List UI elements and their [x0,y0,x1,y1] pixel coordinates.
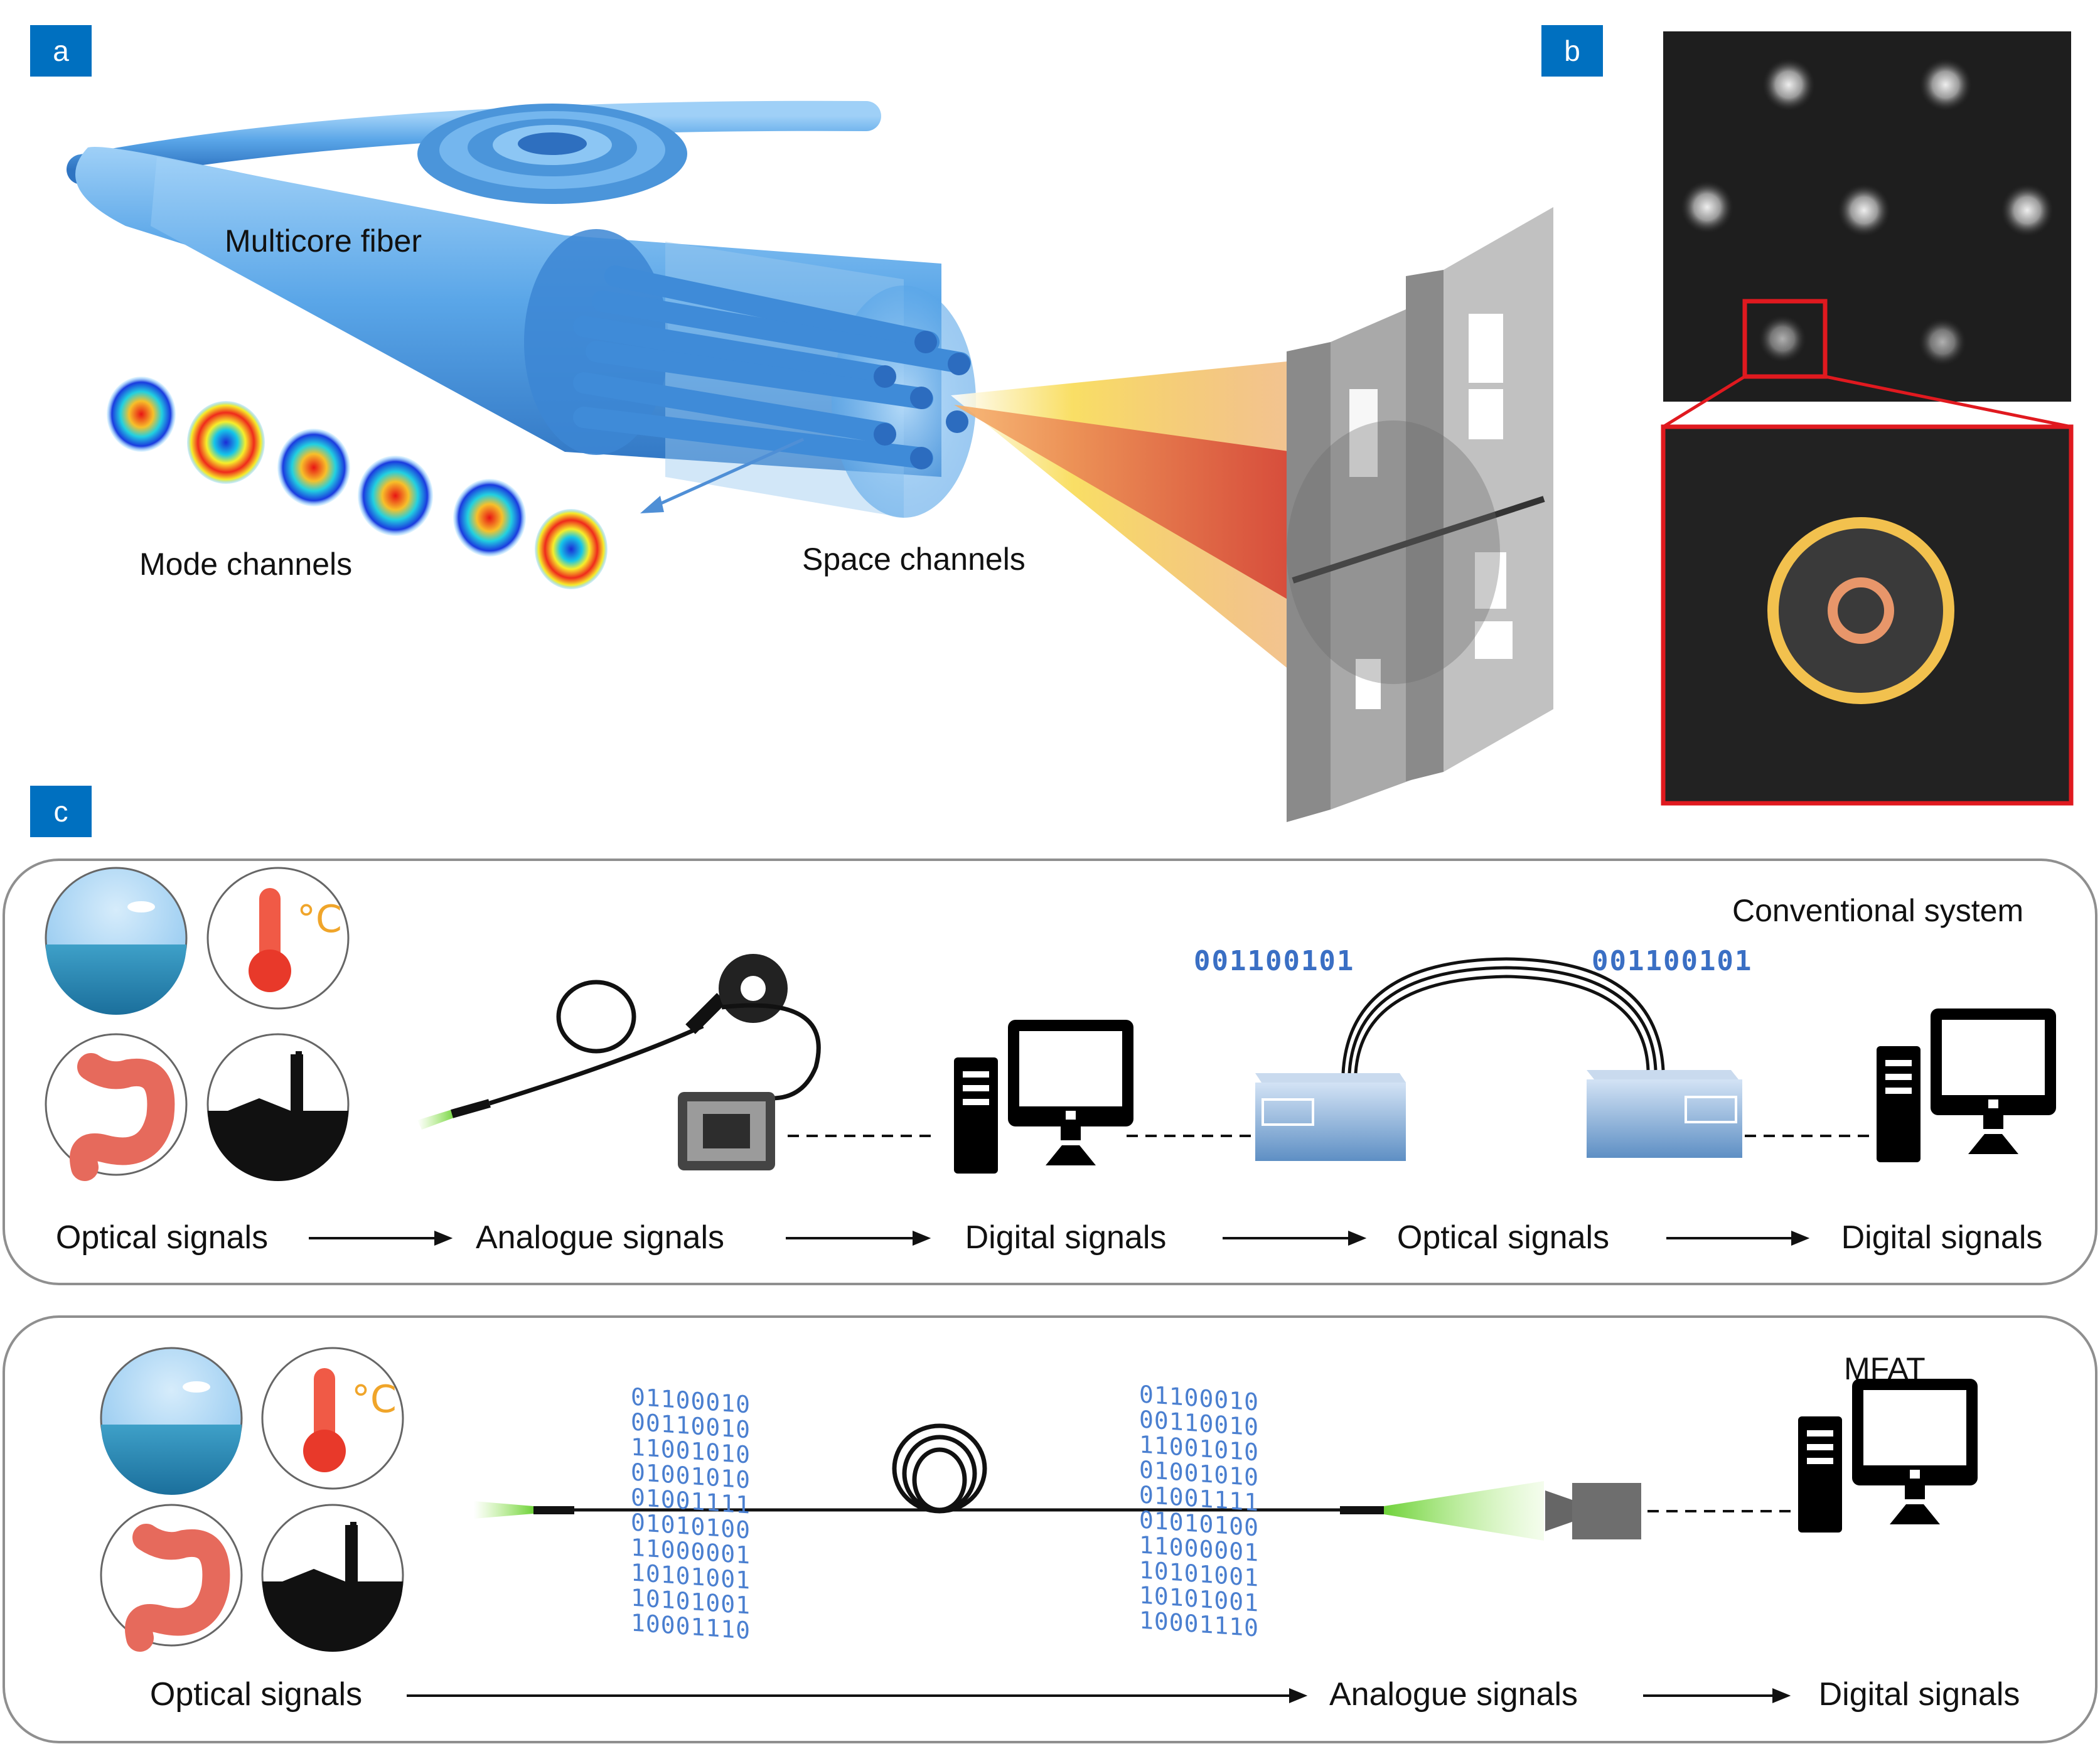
computer-icon [1877,1008,2056,1162]
fiber-coil [417,104,687,204]
binary-text-left: 001100101 [1194,945,1355,977]
mode-channels-label: Mode channels [139,547,353,582]
fiber-cores [573,265,971,469]
panel-tag-c: c [30,786,92,837]
mfat-flow-arrows [407,1688,1791,1703]
oil-pump-icon [206,1033,350,1181]
svg-text:°C: °C [297,897,342,941]
fiber-coil-icon [892,1423,987,1514]
core-image-panel [1661,31,2074,806]
binary-column-left: 01100010 00110010 11001010 01001010 0100… [631,1383,751,1644]
optical-transceiver-left [1255,1073,1406,1161]
core-ends [874,331,970,469]
oil-pump-icon [261,1504,404,1652]
core-spots [1681,58,2054,366]
panel-tag-b: b [1541,25,1603,77]
conventional-system-title: Conventional system [1732,893,2024,928]
optical-transceiver-right [1587,1070,1742,1158]
stomach-icon [45,1033,188,1181]
multicore-fiber-illustration [67,100,1553,822]
binary-column-right: 01100010 00110010 11001010 01001010 0100… [1139,1380,1259,1642]
detector-plates [1287,207,1553,822]
mode-pattern-list [107,377,608,589]
computer-icon [954,1020,1133,1174]
light-beam-core [954,405,1293,602]
mode-arrow [651,437,805,509]
conventional-stage-5: Digital signals [1841,1219,2043,1256]
multicore-fiber-label: Multicore fiber [225,223,422,259]
svg-text:°C: °C [351,1378,397,1421]
conventional-stage-4: Optical signals [1396,1219,1610,1256]
conventional-stage-1: Optical signals [55,1219,269,1256]
zoom-box [1742,299,1828,379]
inner-ring [1828,577,1894,644]
thermometer-icon: °C [261,1347,404,1490]
fiber-probe-icon [417,954,821,1170]
panel-tag-a: a [30,25,92,77]
mfat-stage-1: Optical signals [149,1676,363,1713]
binary-text-right: 001100101 [1592,945,1753,977]
mfat-icons: °C [100,1347,1978,1703]
thermometer-icon: °C [206,867,350,1010]
ocean-icon [100,1347,243,1495]
conventional-stage-2: Analogue signals [475,1219,725,1256]
flow-arrows [309,1231,1810,1246]
camera-icon [1545,1483,1641,1539]
mfat-stage-3: Digital signals [1818,1676,2020,1713]
space-channels-label: Space channels [802,542,1026,577]
fiber-strand [67,100,881,185]
mfat-stage-2: Analogue signals [1329,1676,1578,1713]
outer-ring [1767,517,1954,704]
conventional-icons: °C [45,867,2056,1246]
ocean-icon [45,867,188,1015]
stomach-icon [100,1504,243,1652]
conventional-stage-3: Digital signals [965,1219,1167,1256]
computer-icon [1798,1379,1978,1533]
